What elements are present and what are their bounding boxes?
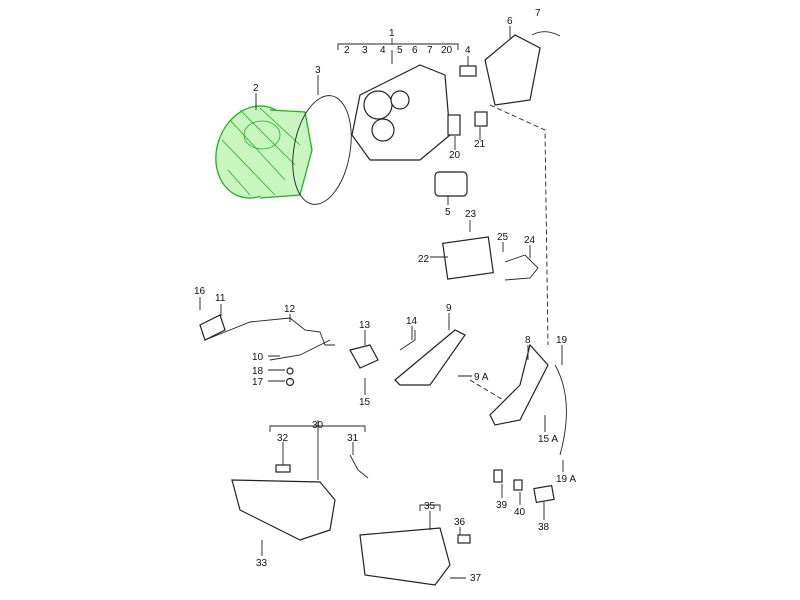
part-17-nut[interactable]: [285, 377, 295, 387]
label-15: 15: [359, 397, 371, 408]
label-1-sub: 3: [362, 45, 368, 56]
part-10-lever[interactable]: [269, 339, 331, 361]
part-22-control-module[interactable]: [442, 236, 494, 280]
label-39: 39: [496, 500, 508, 511]
part-31-wire[interactable]: [349, 454, 369, 479]
part-4-bulb[interactable]: [459, 65, 477, 77]
label-10: 10: [252, 352, 264, 363]
label-18: 18: [252, 366, 264, 377]
label-2: 2: [253, 83, 259, 94]
part-19-cable[interactable]: [554, 364, 567, 456]
label-30: 30: [312, 420, 324, 431]
part-30-fog-light[interactable]: [231, 479, 336, 541]
label-15a: 15 A: [538, 434, 558, 445]
label-19: 19: [556, 335, 568, 346]
part-6-cover[interactable]: [484, 34, 541, 106]
label-11: 11: [215, 293, 226, 304]
label-21: 21: [474, 139, 486, 150]
callout-labels: 1 2 3 4 5 6 7 20 2 3 4 6 7 20 21 5 23 22…: [194, 8, 576, 584]
label-1-sub: 5: [397, 45, 403, 56]
label-20: 20: [449, 150, 461, 161]
part-2-headlight-lens[interactable]: [203, 95, 313, 209]
part-36-bulb[interactable]: [457, 534, 471, 544]
part-3-seal-ring[interactable]: [285, 91, 359, 209]
part-32-bulb[interactable]: [275, 464, 291, 473]
part-35-turn-signal[interactable]: [359, 527, 451, 586]
part-18-washer[interactable]: [286, 367, 294, 375]
part-7-clip[interactable]: [531, 31, 561, 37]
part-5-control-unit[interactable]: [434, 171, 468, 197]
label-4: 4: [465, 45, 471, 56]
part-39-socket[interactable]: [493, 469, 503, 483]
label-9a: 9 A: [474, 372, 489, 383]
label-13: 13: [359, 320, 371, 331]
label-1-sub: 4: [380, 45, 386, 56]
part-21-socket[interactable]: [474, 111, 488, 127]
label-19a: 19 A: [556, 474, 576, 485]
label-14: 14: [406, 316, 418, 327]
leader-lines: [199, 26, 564, 579]
part-11-bracket[interactable]: [199, 314, 226, 341]
part-13-adjuster[interactable]: [349, 344, 379, 369]
part-14-spring[interactable]: [399, 330, 416, 351]
label-9: 9: [446, 303, 452, 314]
label-16: 16: [194, 286, 206, 297]
part-40-bulb[interactable]: [513, 479, 523, 491]
part-9-bracket[interactable]: [394, 329, 466, 386]
label-24: 24: [524, 235, 536, 246]
label-40: 40: [514, 507, 526, 518]
part-1-headlight-housing[interactable]: [351, 64, 451, 161]
label-33: 33: [256, 558, 268, 569]
part-8-bracket[interactable]: [489, 343, 549, 426]
label-6: 6: [507, 16, 513, 27]
label-1: 1: [389, 28, 395, 39]
label-5: 5: [445, 207, 451, 218]
label-35: 35: [424, 501, 436, 512]
label-31: 31: [347, 433, 359, 444]
part-38-side-marker[interactable]: [533, 484, 555, 504]
label-8: 8: [525, 335, 531, 346]
label-25: 25: [497, 232, 509, 243]
label-38: 38: [538, 522, 550, 533]
label-7: 7: [535, 8, 541, 19]
label-22: 22: [418, 254, 430, 265]
label-1-sub: 2: [344, 45, 350, 56]
label-12: 12: [284, 304, 296, 315]
label-32: 32: [277, 433, 289, 444]
part-24-bracket[interactable]: [504, 254, 539, 281]
label-23: 23: [465, 209, 477, 220]
part-20-socket[interactable]: [447, 114, 461, 136]
label-3: 3: [315, 65, 321, 76]
label-37: 37: [470, 573, 482, 584]
label-36: 36: [454, 517, 466, 528]
label-1-sub: 20: [441, 45, 453, 56]
label-1-sub: 6: [412, 45, 418, 56]
label-1-sub: 7: [427, 45, 433, 56]
part-12-rod[interactable]: [204, 317, 335, 346]
label-17: 17: [252, 377, 264, 388]
